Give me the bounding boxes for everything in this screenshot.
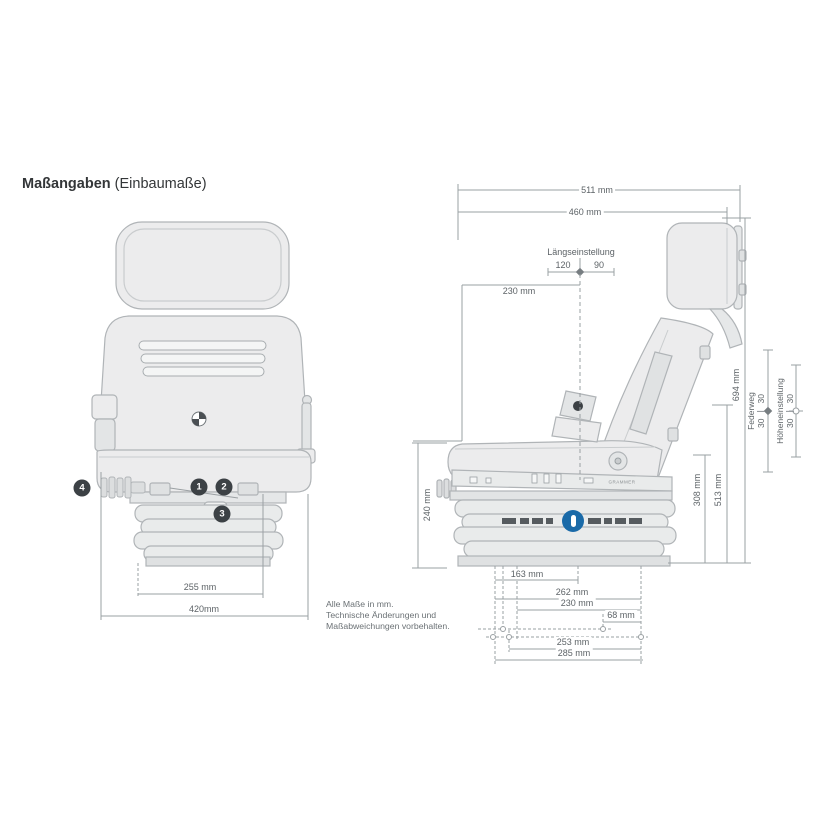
ribbed-connector: [100, 476, 146, 499]
crosshair-icon: [191, 411, 207, 427]
federweg-down-value: 30: [756, 418, 766, 428]
footnote-line-3: Maßabweichungen vorbehalten.: [326, 621, 450, 631]
side-base-rail: [457, 555, 671, 567]
side-headrest: [666, 222, 738, 310]
federweg-divider: [757, 410, 765, 412]
dim-262-label: 262 mm: [553, 587, 591, 597]
page-title: Maßangaben (Einbaumaße): [22, 176, 207, 192]
belt-strip: [629, 351, 673, 435]
hoeheneinstellung-block: Höheneinstellung 30 30: [775, 378, 795, 444]
dim-253-label: 253 mm: [554, 637, 592, 647]
callout-3: 3: [213, 505, 231, 523]
dim-460-label: 460 mm: [566, 207, 604, 217]
dim-511-label: 511 mm: [579, 185, 615, 195]
dim-308-label: 308 mm: [692, 471, 702, 509]
dim-513-label: 513 mm: [713, 471, 723, 509]
right-lever: [301, 402, 312, 452]
footnote-line-1: Alle Maße in mm.: [326, 599, 394, 609]
callout-4: 4: [73, 479, 91, 497]
federweg-block: Federweg 30 30: [746, 392, 766, 430]
laengseinstellung-label: Längseinstellung: [547, 247, 615, 257]
brand-mark: GRAMMER: [608, 479, 636, 485]
front-bellows: [133, 504, 284, 562]
hoeheneinstellung-divider: [786, 410, 794, 412]
page-title-main: Maßangaben: [22, 176, 111, 192]
dim-163-label: 163 mm: [508, 569, 546, 579]
dim-285-label: 285 mm: [555, 648, 593, 658]
front-base-plate: [145, 556, 271, 567]
dim-230-bottom-label: 230 mm: [558, 598, 596, 608]
hoeheneinstellung-label: Höheneinstellung: [775, 378, 785, 444]
footnote: Alle Maße in mm. Technische Änderungen u…: [326, 599, 450, 632]
callout-2: 2: [215, 478, 233, 496]
laengseinstellung-back-value: 120: [555, 260, 571, 270]
label-strip: [502, 518, 642, 524]
laengseinstellung-forward-value: 90: [593, 260, 605, 270]
dim-total-width-label: 420mm: [186, 604, 222, 614]
blue-marker-icon: [562, 510, 584, 532]
dim-68-label: 68 mm: [605, 610, 637, 620]
front-headrest: [115, 221, 290, 310]
headrest-stem: [708, 308, 743, 349]
callout-1: 1: [190, 478, 208, 496]
backrest-vents: [138, 340, 267, 377]
hoeheneinstellung-up-value: 30: [785, 394, 795, 404]
footnote-line-2: Technische Änderungen und: [326, 610, 437, 620]
dim-230-top-label: 230 mm: [500, 286, 538, 296]
front-backrest: [97, 315, 309, 472]
dim-694-label: 694 mm: [731, 366, 741, 404]
dim-seat-width-label: 255 mm: [181, 582, 219, 592]
side-view-drawing: [436, 222, 747, 567]
front-view-drawing: [91, 221, 316, 567]
left-handle: [91, 394, 118, 420]
federweg-up-value: 30: [756, 394, 766, 404]
federweg-label: Federweg: [746, 392, 756, 430]
page-title-sub: (Einbaumaße): [114, 176, 207, 192]
front-view-dimension-lines: [100, 472, 309, 620]
dim-240-label: 240 mm: [422, 486, 432, 524]
hoeheneinstellung-down-value: 30: [785, 418, 795, 428]
